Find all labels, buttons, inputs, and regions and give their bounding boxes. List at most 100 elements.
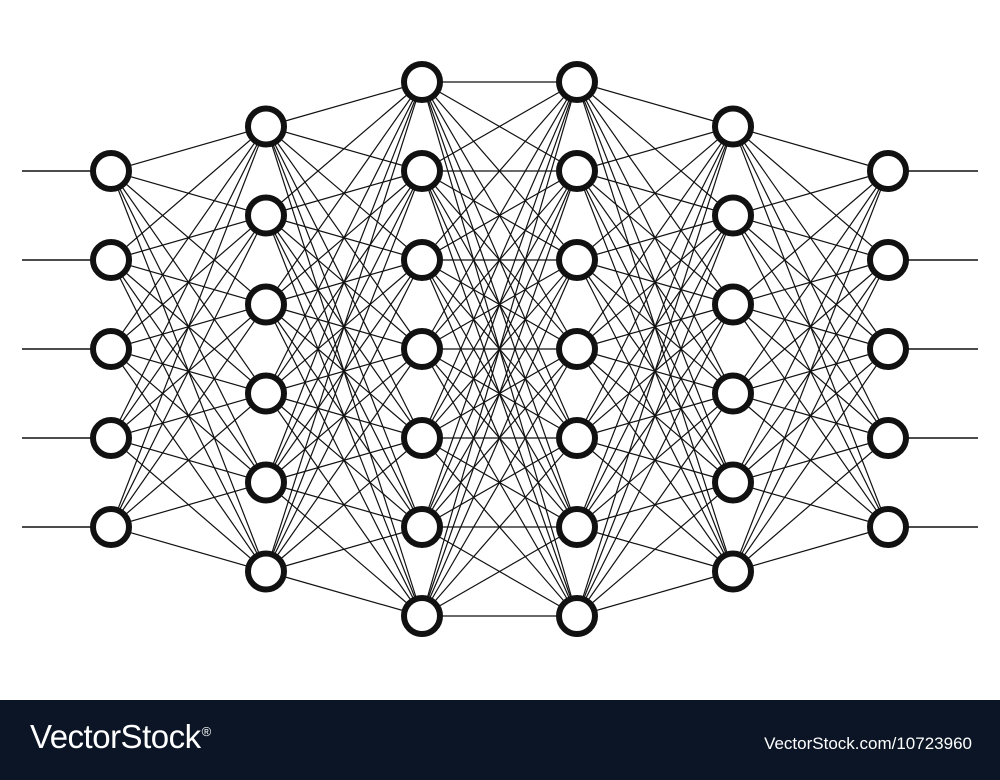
neuron-node (90, 417, 132, 459)
connection-edge (265, 81, 423, 483)
neuron-node (245, 461, 287, 504)
connection-edge (576, 126, 734, 528)
edges (110, 81, 889, 617)
neuron-node (867, 417, 909, 459)
neuron-node (90, 328, 132, 370)
neuron-node (556, 506, 598, 548)
neuron-node (245, 550, 287, 593)
neuron-node (245, 283, 287, 326)
connection-edge (110, 126, 267, 439)
neuron-node (401, 239, 443, 281)
registered-mark: ® (201, 724, 212, 739)
connection-edge (265, 170, 423, 572)
neuron-node (867, 506, 909, 548)
connection-edge (265, 259, 423, 572)
connection-edge (265, 570, 423, 617)
connection-edge (265, 81, 423, 394)
brand-name: VectorStock (30, 718, 201, 755)
connection-edge (110, 304, 267, 528)
neuron-node (401, 328, 443, 370)
connection-edge (576, 126, 734, 439)
connection-edge (110, 125, 267, 172)
connection-edge (576, 304, 734, 617)
neuron-node (245, 194, 287, 237)
connection-edge (110, 126, 267, 261)
neuron-node (245, 105, 287, 148)
connection-edge (732, 170, 889, 305)
connection-edge (576, 126, 734, 617)
connection-edge (732, 170, 889, 572)
connection-edge (576, 215, 734, 617)
connection-edge (110, 393, 267, 528)
neuron-node (712, 461, 754, 504)
neuron-node (556, 150, 598, 192)
connection-edge (421, 259, 578, 617)
connection-edge (732, 170, 889, 217)
connection-edge (265, 81, 423, 572)
neuron-node (401, 417, 443, 459)
connection-edge (265, 81, 423, 216)
connection-edge (576, 482, 734, 617)
neuron-node (401, 506, 443, 548)
neuron-node (556, 417, 598, 459)
connection-edge (732, 125, 889, 172)
connection-edge (265, 348, 423, 572)
connection-edge (576, 81, 734, 128)
neuron-node (401, 150, 443, 192)
connection-edge (421, 81, 578, 350)
neuron-node (556, 328, 598, 370)
connection-edge (110, 126, 267, 528)
connection-edge (421, 81, 578, 261)
neuron-node (556, 61, 598, 103)
neuron-node (712, 283, 754, 326)
image-id-text: VectorStock.com/10723960 (764, 734, 972, 753)
connection-edge (421, 437, 578, 617)
neural-network-diagram (22, 61, 978, 637)
neuron-node (556, 595, 598, 637)
nodes (90, 61, 909, 637)
neuron-node (867, 150, 909, 192)
neuron-node (245, 372, 287, 415)
connection-edge (576, 393, 734, 617)
neuron-node (401, 61, 443, 103)
connection-edge (421, 348, 578, 617)
connection-edge (732, 526, 889, 573)
connection-edge (265, 437, 423, 572)
connection-edge (265, 526, 423, 573)
connection-edge (421, 81, 578, 617)
vectorstock-logo: VectorStock® (30, 718, 211, 756)
neuron-node (867, 239, 909, 281)
connection-edge (421, 170, 578, 617)
connection-edge (576, 126, 734, 261)
connection-edge (576, 125, 734, 172)
watermark-footer: VectorStock® VectorStock.com/10723960 (0, 700, 1000, 780)
connection-edge (421, 81, 578, 528)
connection-edge (732, 259, 889, 572)
connection-edge (732, 348, 889, 572)
connection-edge (265, 81, 423, 128)
neuron-node (556, 239, 598, 281)
connection-edge (732, 170, 889, 483)
connection-edge (732, 170, 889, 394)
neuron-node (712, 105, 754, 148)
neuron-node (90, 239, 132, 281)
connection-edge (110, 526, 267, 573)
connection-edge (732, 437, 889, 572)
neuron-node (712, 372, 754, 415)
connection-edge (576, 126, 734, 350)
neuron-node (401, 595, 443, 637)
connection-edge (265, 81, 423, 305)
connection-edge (421, 81, 578, 439)
neuron-node (90, 150, 132, 192)
connection-edge (421, 526, 578, 617)
connection-edge (421, 81, 578, 172)
neuron-node (90, 506, 132, 548)
neuron-node (712, 194, 754, 237)
connection-edge (110, 481, 267, 528)
neuron-node (712, 550, 754, 593)
connection-edge (576, 570, 734, 617)
connection-edge (110, 126, 267, 350)
neuron-node (867, 328, 909, 370)
connection-edge (110, 215, 267, 528)
